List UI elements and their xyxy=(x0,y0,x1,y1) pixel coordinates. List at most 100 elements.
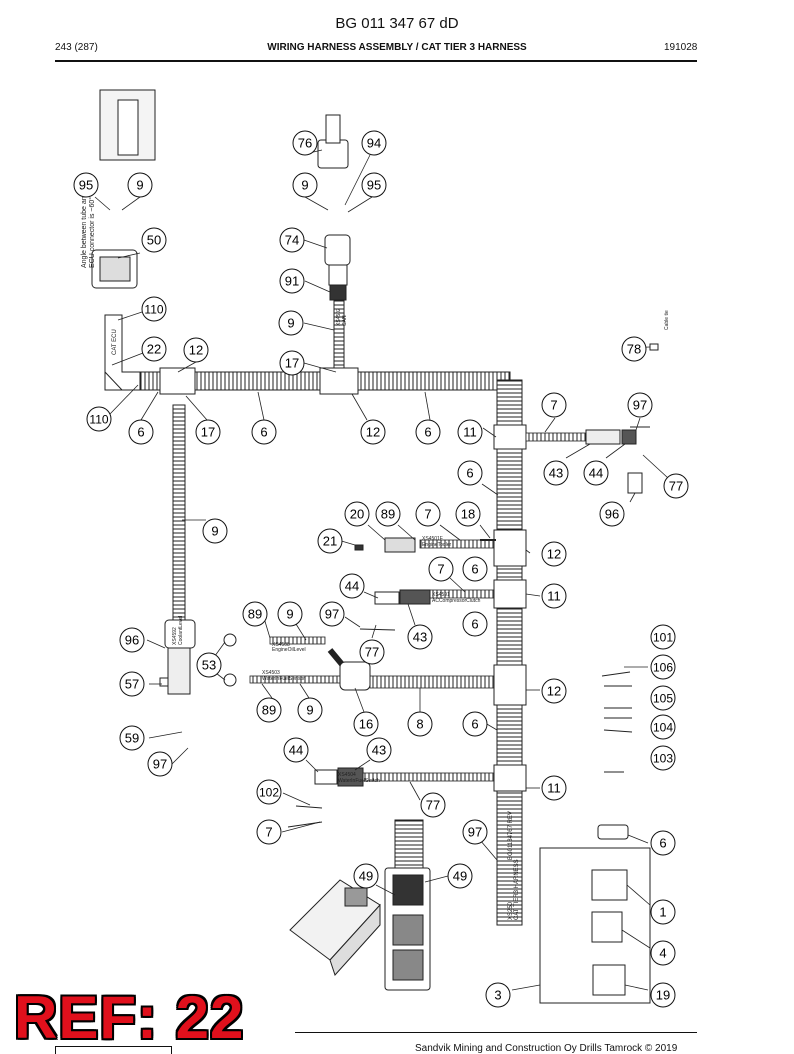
footer-copyright: Sandvik Mining and Construction Oy Drill… xyxy=(415,1043,678,1054)
callout-78: 78 xyxy=(621,336,647,362)
callout-number: 96 xyxy=(605,507,619,522)
callout-number: 6 xyxy=(260,425,267,440)
callout-6: 6 xyxy=(128,419,154,445)
callout-97: 97 xyxy=(627,392,653,418)
callout-6: 6 xyxy=(415,419,441,445)
angle-note-2: ECU connector is ~60° xyxy=(88,197,96,268)
callout-number: 101 xyxy=(653,631,673,645)
callout-number: 6 xyxy=(471,617,478,632)
callout-77: 77 xyxy=(663,473,689,499)
callout-number: 8 xyxy=(416,717,423,732)
callout-number: 43 xyxy=(413,630,427,645)
ecu-tag: CAT ECU xyxy=(112,329,118,355)
callout-number: 21 xyxy=(323,534,337,549)
callout-20: 20 xyxy=(344,501,370,527)
callout-103: 103 xyxy=(650,745,676,771)
callout-76: 76 xyxy=(292,130,318,156)
can-tag: XS4502 xyxy=(336,308,342,326)
callout-6: 6 xyxy=(462,611,488,637)
callout-4: 4 xyxy=(650,940,676,966)
tag-a: XS4501F xyxy=(422,536,443,542)
document-date: 191028 xyxy=(664,42,698,53)
callout-number: 7 xyxy=(550,398,557,413)
callout-number: 43 xyxy=(372,743,386,758)
callout-number: 102 xyxy=(259,786,279,800)
callout-number: 9 xyxy=(136,178,143,193)
callout-number: 53 xyxy=(202,658,216,673)
callout-number: 91 xyxy=(285,274,299,289)
callout-number: 17 xyxy=(285,356,299,371)
callout-53: 53 xyxy=(196,652,222,678)
callout-number: 96 xyxy=(125,633,139,648)
callout-number: 97 xyxy=(325,607,339,622)
callout-9: 9 xyxy=(202,518,228,544)
callout-44: 44 xyxy=(283,737,309,763)
callout-number: 49 xyxy=(453,869,467,884)
callout-95: 95 xyxy=(73,172,99,198)
callout-number: 77 xyxy=(669,479,683,494)
callout-17: 17 xyxy=(195,419,221,445)
callout-number: 110 xyxy=(89,413,108,427)
callout-43: 43 xyxy=(407,624,433,650)
callout-number: 9 xyxy=(286,607,293,622)
callout-number: 12 xyxy=(366,425,380,440)
callout-number: 20 xyxy=(350,507,364,522)
callout-12: 12 xyxy=(541,678,567,704)
callout-110: 110 xyxy=(86,406,112,432)
tag-d: XS4503 xyxy=(262,670,280,676)
callout-89: 89 xyxy=(375,501,401,527)
callout-number: 11 xyxy=(463,425,477,440)
callout-9: 9 xyxy=(277,601,303,627)
callout-104: 104 xyxy=(650,714,676,740)
callout-97: 97 xyxy=(319,601,345,627)
callout-number: 49 xyxy=(359,869,373,884)
callout-number: 106 xyxy=(653,661,673,675)
callout-number: 12 xyxy=(189,343,203,358)
callout-6: 6 xyxy=(650,830,676,856)
callout-91: 91 xyxy=(279,268,305,294)
drawing-text-labels: Angle between tube and ECU connector is … xyxy=(81,192,670,920)
loose-wires xyxy=(287,426,650,828)
callout-number: 44 xyxy=(289,743,303,758)
callout-12: 12 xyxy=(541,541,567,567)
page-title: WIRING HARNESS ASSEMBLY / CAT TIER 3 HAR… xyxy=(267,42,527,53)
callout-number: 9 xyxy=(306,703,313,718)
angle-note: Angle between tube and xyxy=(81,192,88,268)
callout-94: 94 xyxy=(361,130,387,156)
sandvik-logo xyxy=(55,1046,172,1054)
callout-9: 9 xyxy=(292,172,318,198)
callout-number: 44 xyxy=(345,579,359,594)
callout-number: 1 xyxy=(659,905,666,920)
callout-number: 77 xyxy=(365,645,379,660)
callout-number: 22 xyxy=(147,342,161,357)
connectors xyxy=(91,89,659,1004)
callout-1: 1 xyxy=(650,899,676,925)
callout-number: 7 xyxy=(265,825,272,840)
callout-number: 9 xyxy=(287,316,294,331)
callout-50: 50 xyxy=(141,227,167,253)
callout-number: 18 xyxy=(461,507,475,522)
callout-number: 6 xyxy=(137,425,144,440)
callout-8: 8 xyxy=(407,711,433,737)
callout-11: 11 xyxy=(541,775,567,801)
callout-6: 6 xyxy=(462,711,488,737)
callout-number: 9 xyxy=(301,178,308,193)
callout-number: 97 xyxy=(468,825,482,840)
callout-17: 17 xyxy=(279,350,305,376)
callout-89: 89 xyxy=(256,697,282,723)
callout-97: 97 xyxy=(147,751,173,777)
callout-number: 74 xyxy=(285,233,299,248)
callout-3: 3 xyxy=(485,982,511,1008)
callout-number: 17 xyxy=(201,425,215,440)
callout-number: 11 xyxy=(547,781,561,796)
callout-106: 106 xyxy=(650,654,676,680)
callout-number: 95 xyxy=(367,178,381,193)
tag-d-2: WaterInFuelSensor xyxy=(262,676,305,682)
callout-44: 44 xyxy=(339,573,365,599)
tag-c: XS4508 xyxy=(272,642,290,648)
callout-18: 18 xyxy=(455,501,481,527)
callout-9: 9 xyxy=(278,310,304,336)
callout-number: 89 xyxy=(262,703,276,718)
callout-number: 97 xyxy=(633,398,647,413)
